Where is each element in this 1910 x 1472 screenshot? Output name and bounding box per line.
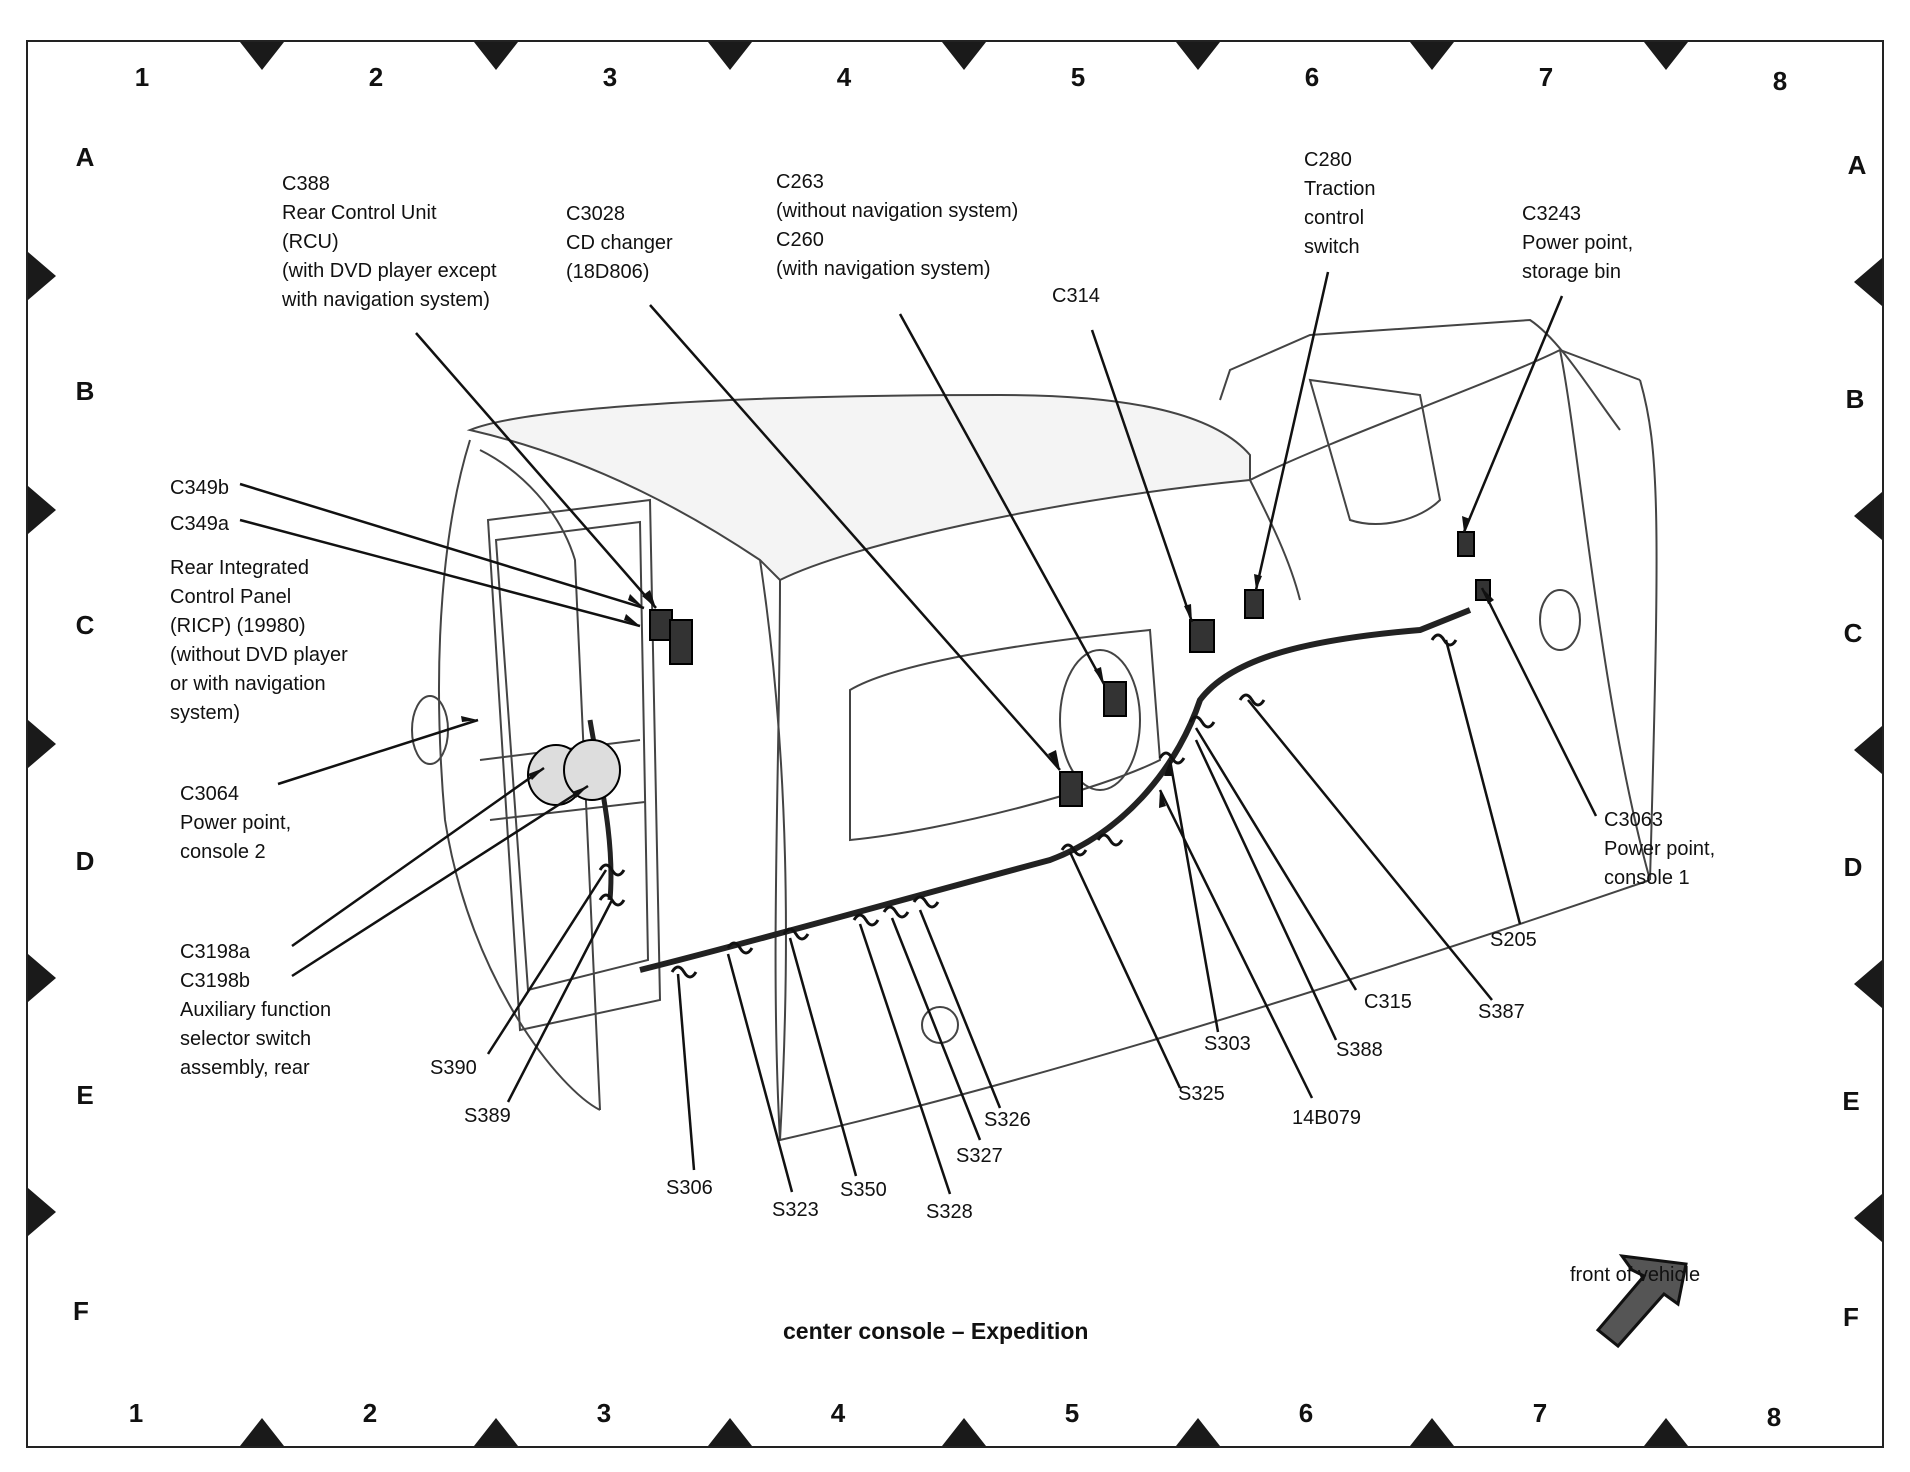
grid-col-4-top: 4 <box>836 62 852 92</box>
label-s306: S306 <box>666 1177 713 1199</box>
grid-col-2-top: 2 <box>368 62 384 92</box>
front-of-vehicle-label: front of vehicle <box>1570 1264 1701 1286</box>
front-arrow-icon <box>1595 1254 1688 1349</box>
grid-col-1-bottom: 1 <box>128 1398 144 1428</box>
label-s350: S350 <box>840 1179 887 1201</box>
grid-col-3-top: 3 <box>602 62 618 92</box>
leader-arrowheads <box>461 516 1494 808</box>
diagram-frame <box>26 40 1884 1448</box>
grid-col-8-top: 8 <box>1772 66 1788 96</box>
label-c280: C280 Traction control switch <box>1304 149 1376 258</box>
label-s325: S325 <box>1178 1083 1225 1105</box>
label-ricp: Rear Integrated Control Panel (RICP) (19… <box>170 557 348 724</box>
label-s328: S328 <box>926 1201 973 1223</box>
grid-row-a-right: A <box>1847 150 1867 180</box>
label-s205: S205 <box>1490 929 1537 951</box>
label-c3198: C3198a C3198b Auxiliary function selecto… <box>180 941 332 1079</box>
label-s389: S389 <box>464 1105 511 1127</box>
label-c3064: C3064 Power point, console 2 <box>180 783 292 863</box>
grid-row-b-right: B <box>1845 384 1865 414</box>
label-s390: S390 <box>430 1057 477 1079</box>
grid-row-a-left: A <box>75 142 95 172</box>
grid-row-e-left: E <box>76 1080 94 1110</box>
grid-row-d-right: D <box>1843 852 1863 882</box>
grid-row-d-left: D <box>75 846 95 876</box>
grid-row-b-left: B <box>75 376 95 406</box>
label-c388: C388 Rear Control Unit (RCU) (with DVD p… <box>282 173 497 311</box>
grid-row-c-right: C <box>1843 618 1863 648</box>
grid-col-1-top: 1 <box>134 62 150 92</box>
grid-col-3-bottom: 3 <box>596 1398 612 1428</box>
label-c263-c260: C263 (without navigation system) C260 (w… <box>776 171 1019 280</box>
grid-row-f-left: F <box>73 1296 89 1326</box>
label-s326: S326 <box>984 1109 1031 1131</box>
grid-row-c-left: C <box>75 610 95 640</box>
label-s327: S327 <box>956 1145 1003 1167</box>
label-c349b: C349b <box>170 477 229 499</box>
label-c3028: C3028 CD changer (18D806) <box>566 203 673 283</box>
leader-lines <box>239 271 1598 1195</box>
grid-col-8-bottom: 8 <box>1766 1402 1782 1432</box>
label-c3243: C3243 Power point, storage bin <box>1522 203 1634 283</box>
grid-row-e-right: E <box>1842 1086 1860 1116</box>
label-s323: S323 <box>772 1199 819 1221</box>
label-c314: C314 <box>1052 285 1100 307</box>
grid-col-6-top: 6 <box>1304 62 1320 92</box>
connectors <box>527 531 1491 807</box>
grid-row-f-right: F <box>1843 1302 1859 1332</box>
splice-marks <box>598 633 1458 979</box>
grid-col-5-bottom: 5 <box>1064 1398 1080 1428</box>
diagram-title: center console – Expedition <box>783 1318 1089 1344</box>
grid-col-5-top: 5 <box>1070 62 1086 92</box>
label-s303: S303 <box>1204 1033 1251 1055</box>
grid-col-7-top: 7 <box>1538 62 1554 92</box>
label-c315: C315 <box>1364 991 1412 1013</box>
label-s388: S388 <box>1336 1039 1383 1061</box>
label-c349a: C349a <box>170 513 229 535</box>
label-s387: S387 <box>1478 1001 1525 1023</box>
grid-col-4-bottom: 4 <box>830 1398 846 1428</box>
label-14b079: 14B079 <box>1292 1107 1361 1129</box>
grid-col-7-bottom: 7 <box>1532 1398 1548 1428</box>
wiring-harness <box>639 607 1472 973</box>
grid-col-6-bottom: 6 <box>1298 1398 1314 1428</box>
grid-col-2-bottom: 2 <box>362 1398 378 1428</box>
grid-markers <box>28 42 1882 1446</box>
label-c3063: C3063 Power point, console 1 <box>1604 809 1716 889</box>
